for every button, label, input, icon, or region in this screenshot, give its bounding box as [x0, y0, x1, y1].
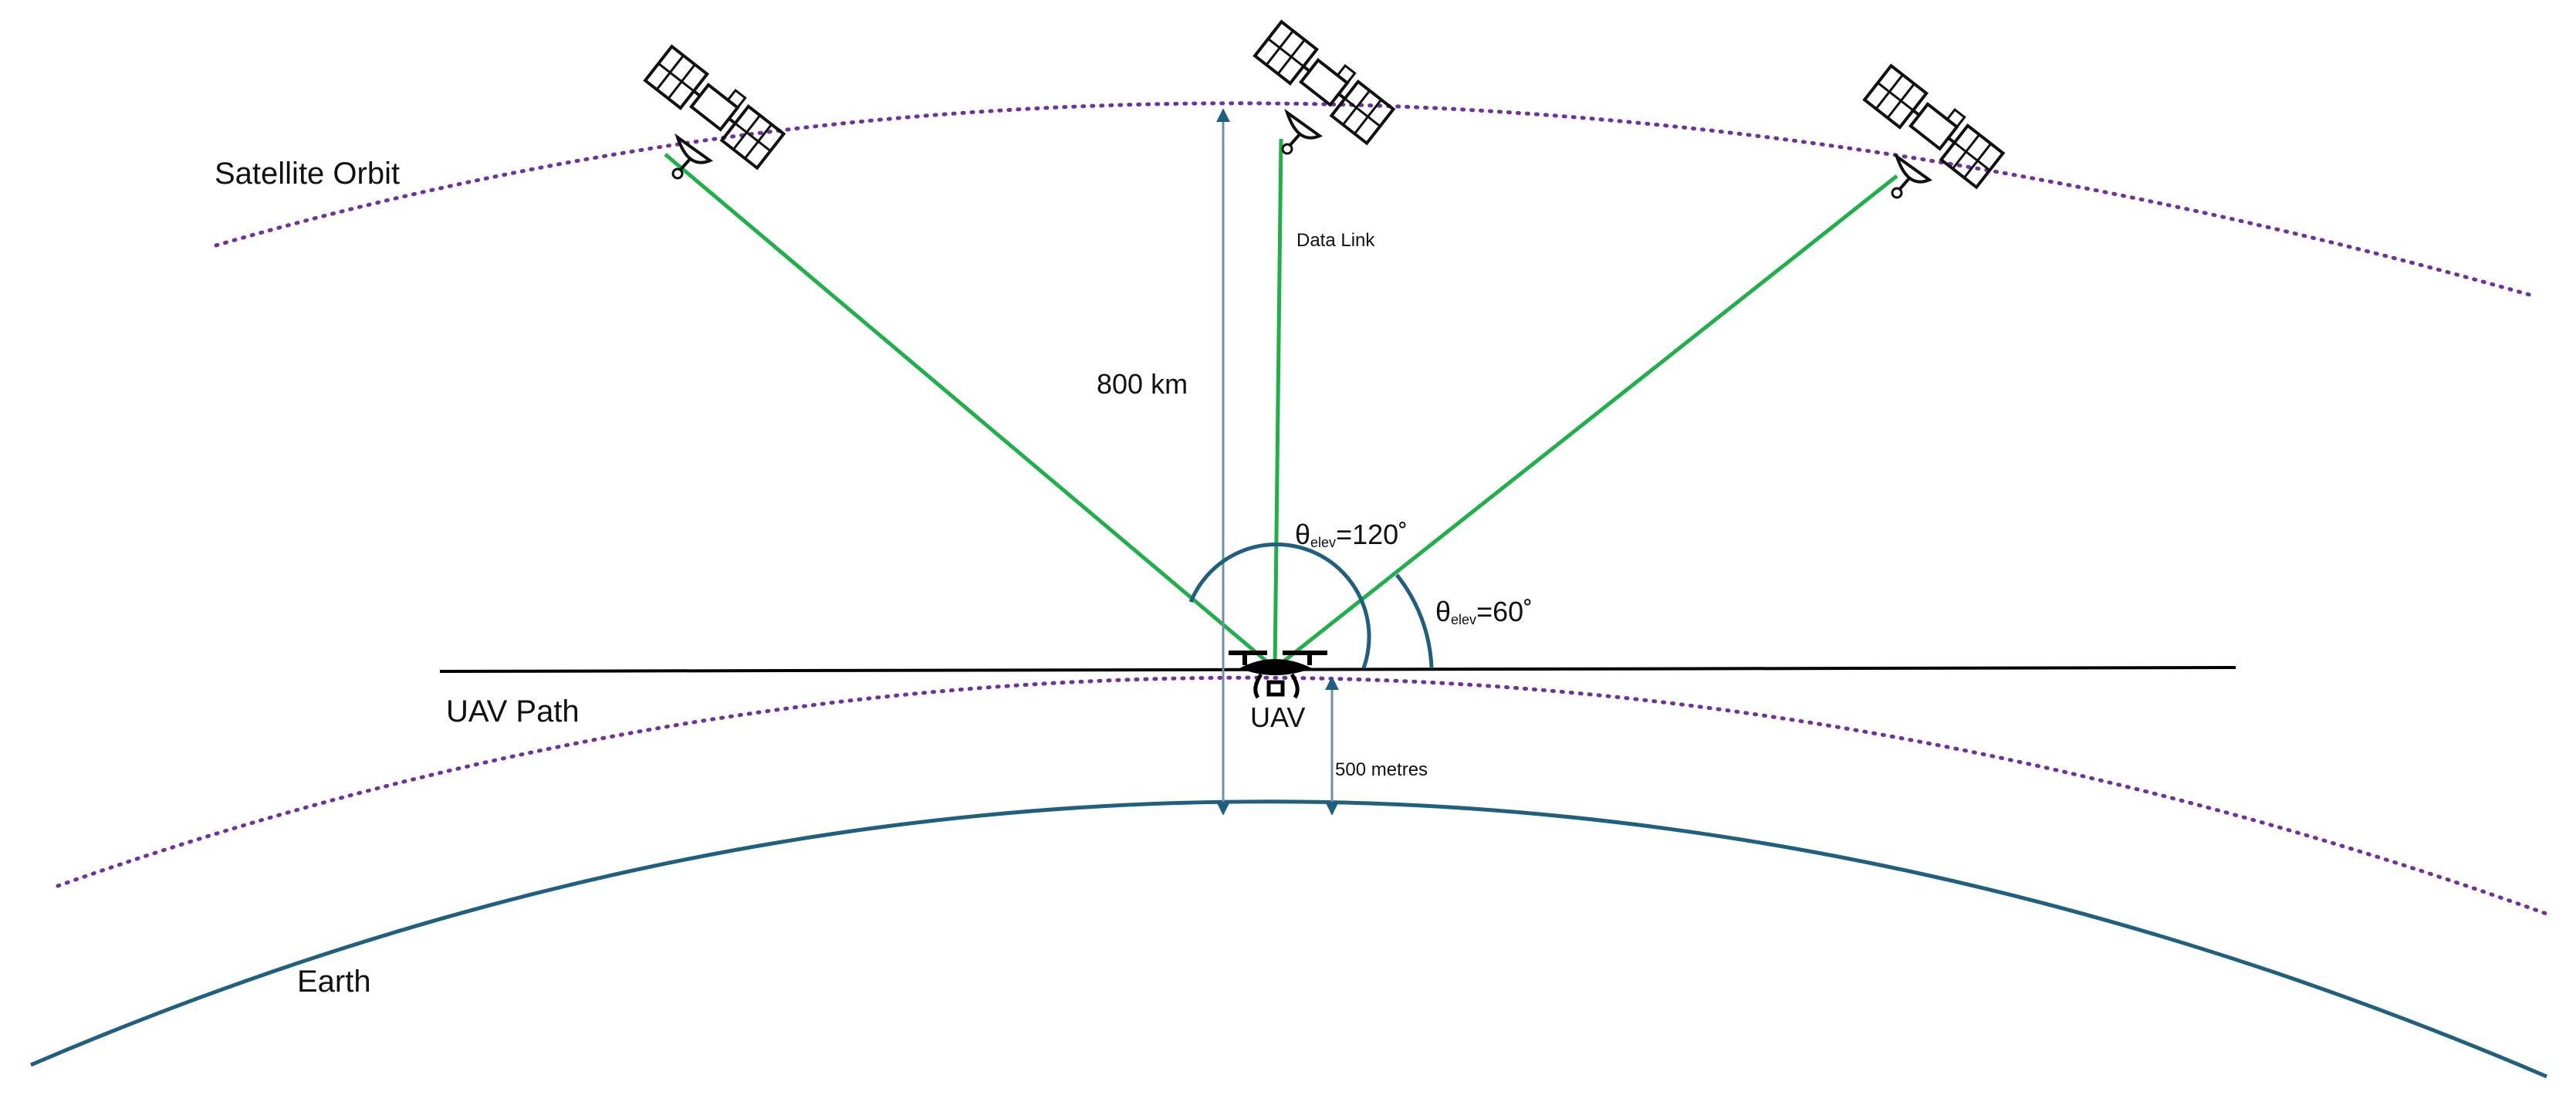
uav-path-dotted-arc [56, 675, 2553, 918]
uav-path-label: UAV Path [446, 695, 580, 728]
earth-label: Earth [297, 965, 371, 999]
drone-icon [1229, 651, 1327, 699]
elevation-arc-60 [1395, 573, 1434, 669]
elevation-120-label: θelev=120˚ [1295, 519, 1408, 550]
satellite-icon [1863, 60, 2008, 200]
data-link-center [1273, 138, 1283, 669]
satellite-icon [1253, 16, 1398, 156]
earth-surface-arc [30, 799, 2547, 1079]
satellite-orbit-label: Satellite Orbit [215, 157, 400, 191]
satellite-icon [644, 41, 789, 181]
uav-label: UAV [1250, 701, 1305, 733]
elevation-60-label: θelev=60˚ [1435, 596, 1533, 627]
data-link-right [1273, 174, 1898, 670]
altitude-500-label: 500 metres [1335, 759, 1428, 780]
elevation-arc-120 [1188, 542, 1371, 669]
satellite-orbit-arc [214, 101, 2532, 297]
altitude-800-label: 800 km [1097, 368, 1188, 400]
data-link-left [664, 153, 1276, 670]
uav-path-line [439, 666, 2236, 673]
data-link-label: Data Link [1296, 230, 1375, 251]
